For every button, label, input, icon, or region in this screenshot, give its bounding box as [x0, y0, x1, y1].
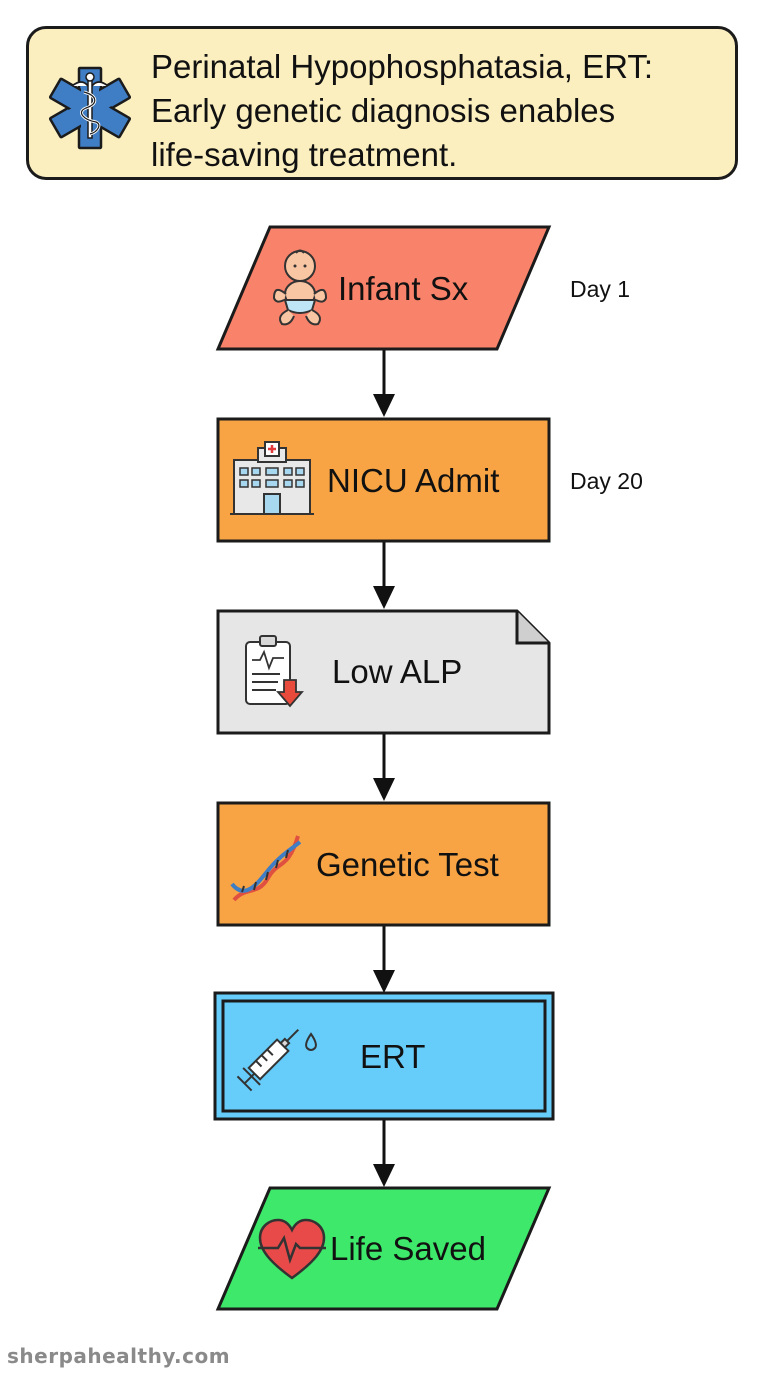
timeline-note-day-20: Day 20: [570, 468, 643, 494]
dna-icon: [230, 835, 302, 902]
title-box: Perinatal Hypophosphatasia, ERT: Early g…: [26, 26, 738, 180]
syringe-icon: [236, 1029, 299, 1092]
step-label-low-alp: Low ALP: [332, 653, 463, 690]
timeline-note-day-1: Day 1: [570, 276, 631, 302]
clipboard-down-arrow-icon: [245, 635, 304, 708]
title-line-3: life-saving treatment.: [151, 136, 458, 173]
heart-pulse-icon: [258, 1218, 326, 1280]
step-life-saved-shape: [215, 1186, 552, 1311]
step-low-alp-shape: [216, 609, 551, 735]
step-label-infant-sx: Infant Sx: [338, 270, 469, 307]
arrowhead-1: [373, 394, 395, 417]
arrowhead-3: [373, 778, 395, 801]
arrowhead-2: [373, 586, 395, 609]
step-label-life-saved: Life Saved: [330, 1230, 486, 1267]
star-of-life-caduceus-icon: [48, 66, 132, 150]
title-line-1: Perinatal Hypophosphatasia, ERT:: [151, 48, 654, 85]
step-label-nicu-admit: NICU Admit: [327, 462, 500, 499]
arrowhead-4: [373, 970, 395, 993]
step-label-ert: ERT: [360, 1038, 426, 1075]
watermark: sherpahealthy.com: [7, 1344, 231, 1368]
droplet-icon: [305, 1032, 317, 1051]
step-label-genetic-test: Genetic Test: [316, 846, 499, 883]
arrowhead-5: [373, 1164, 395, 1187]
title-line-2: Early genetic diagnosis enables: [151, 92, 616, 129]
hospital-icon: [230, 441, 314, 515]
title-text: Perinatal Hypophosphatasia, ERT: Early g…: [151, 45, 731, 177]
baby-icon: [272, 249, 328, 326]
